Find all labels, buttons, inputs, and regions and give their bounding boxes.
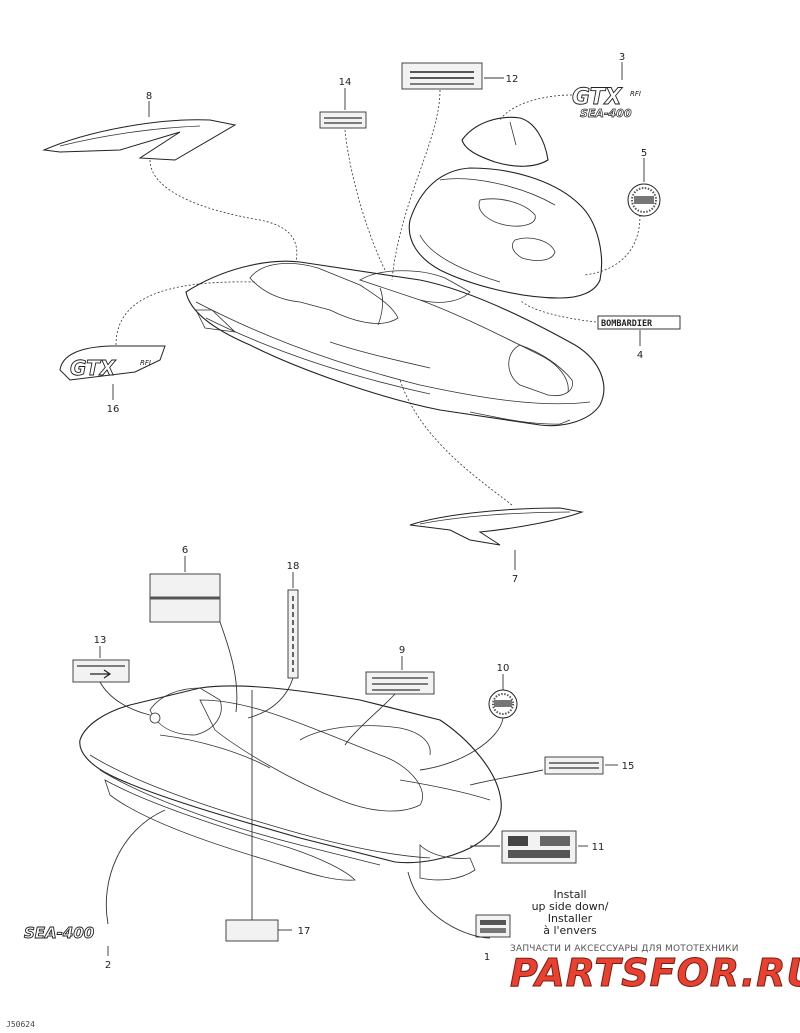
top-watercraft bbox=[185, 260, 605, 427]
decal-10-round bbox=[488, 689, 518, 719]
rfi-logo-text-16: RFI bbox=[140, 359, 151, 367]
decal-9-label bbox=[365, 671, 435, 695]
decal-5-round bbox=[627, 183, 661, 217]
callout-1: 1 bbox=[484, 952, 490, 963]
decal-3-gtx-logo: GTX RFI SEA-400 bbox=[572, 85, 641, 121]
gtx-logo-text-3: GTX bbox=[572, 85, 623, 110]
callout-8: 8 bbox=[146, 91, 152, 102]
callout-12: 12 bbox=[506, 74, 519, 85]
gtx-logo-text-16: GTX bbox=[70, 356, 117, 380]
decal-13-label bbox=[72, 659, 130, 683]
callout-17: 17 bbox=[298, 926, 311, 937]
install-note: Install up side down/ Installer à l'enve… bbox=[510, 889, 630, 937]
bombardier-text: BOMBARDIER bbox=[601, 319, 653, 329]
bottom-watercraft bbox=[79, 685, 502, 881]
sea400-logo-text-2: SEA-400 bbox=[24, 924, 94, 942]
install-note-line-3: Installer bbox=[547, 912, 593, 925]
callout-5: 5 bbox=[641, 148, 647, 159]
decal-12-label bbox=[401, 62, 483, 90]
callout-9: 9 bbox=[399, 645, 405, 656]
seat-assembly bbox=[408, 167, 603, 299]
install-note-line-4: à l'envers bbox=[543, 924, 597, 937]
decal-15-label bbox=[544, 756, 604, 775]
decal-6-label bbox=[149, 573, 221, 623]
callout-4: 4 bbox=[637, 350, 643, 361]
callout-14: 14 bbox=[339, 77, 352, 88]
callout-3: 3 bbox=[619, 52, 625, 63]
decal-17-label bbox=[225, 919, 279, 942]
decal-14-label bbox=[319, 111, 367, 129]
install-note-line-2: up side down/ bbox=[531, 900, 609, 913]
callout-16: 16 bbox=[107, 404, 120, 415]
drawing-code: J50624 bbox=[6, 1020, 35, 1029]
install-note-line-1: Install bbox=[553, 888, 587, 901]
callout-13: 13 bbox=[94, 635, 107, 646]
rfi-logo-text-3: RFI bbox=[630, 90, 641, 98]
decal-7-stripe bbox=[409, 507, 584, 546]
decal-8-stripe bbox=[42, 119, 237, 161]
decal-16-gtx-logo: GTX RFI bbox=[59, 345, 166, 381]
decal-11-label bbox=[501, 830, 577, 864]
decal-4-brand: BOMBARDIER bbox=[597, 315, 681, 330]
sea400-logo-text-3: SEA-400 bbox=[580, 107, 632, 120]
callout-18: 18 bbox=[287, 561, 300, 572]
callout-10: 10 bbox=[497, 663, 510, 674]
callout-15: 15 bbox=[622, 761, 635, 772]
callout-7: 7 bbox=[512, 574, 518, 585]
watermark-tagline: ЗАПЧАСТИ И АКСЕССУАРЫ ДЛЯ МОТОТЕХНИКИ bbox=[510, 944, 739, 954]
handlebar-cover bbox=[461, 116, 549, 167]
watermark-logo: PARTSFOR.RU bbox=[509, 951, 800, 996]
decal-1-label bbox=[475, 914, 511, 938]
decal-18-strip bbox=[287, 589, 299, 679]
callout-6: 6 bbox=[182, 545, 188, 556]
callout-2: 2 bbox=[105, 960, 111, 971]
callout-11: 11 bbox=[592, 842, 605, 853]
decal-2-sea400-logo: SEA-400 bbox=[24, 924, 95, 943]
